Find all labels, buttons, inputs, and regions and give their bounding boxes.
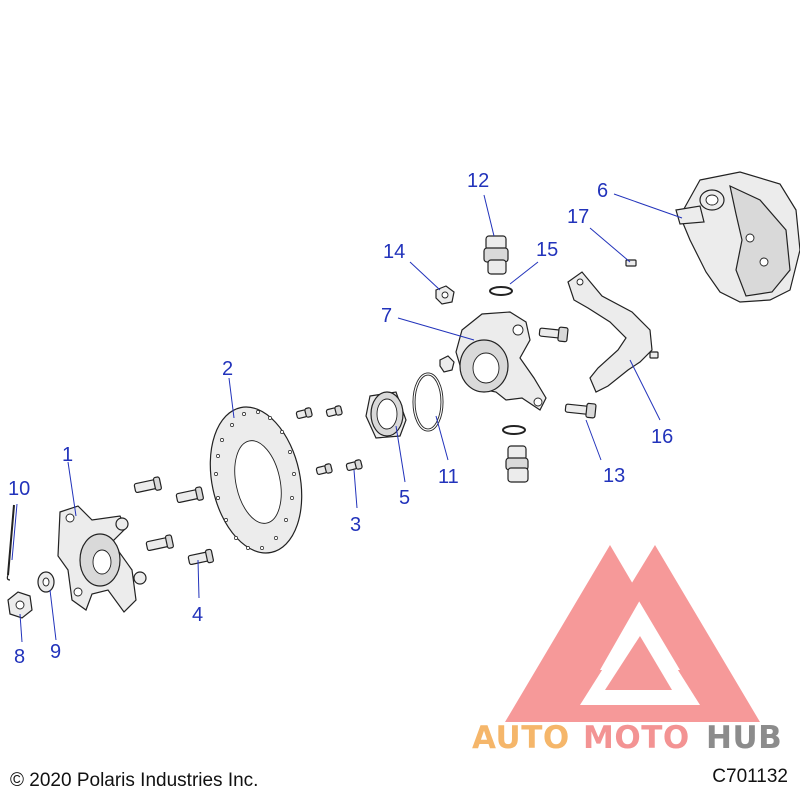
cotter-pin xyxy=(6,504,15,581)
knuckle-bolt xyxy=(538,326,569,343)
bracket-screw xyxy=(649,351,659,359)
leader-lines xyxy=(11,193,683,643)
rotor-bolts xyxy=(295,405,363,475)
snap-ring xyxy=(412,372,444,432)
lower-retaining-ring xyxy=(502,425,526,435)
callout-5: 5 xyxy=(399,487,410,509)
wheel-bearing xyxy=(365,391,407,439)
watermark-text: AUTO MOTO HUB xyxy=(472,720,782,756)
watermark-moto: MOTO xyxy=(583,720,690,756)
callout-11: 11 xyxy=(438,466,459,488)
callout-8: 8 xyxy=(14,646,25,668)
callout-6: 6 xyxy=(597,180,608,202)
callout-12: 12 xyxy=(467,170,489,192)
callout-3: 3 xyxy=(350,514,361,536)
wheel-studs xyxy=(133,476,214,566)
upper-nut xyxy=(435,285,455,305)
callout-14: 14 xyxy=(383,241,405,263)
wheel-hub xyxy=(57,505,147,613)
watermark-logo xyxy=(505,545,760,722)
watermark-auto: AUTO xyxy=(472,720,570,756)
callout-17: 17 xyxy=(567,206,589,228)
washer xyxy=(37,571,55,593)
watermark-hub: HUB xyxy=(706,720,782,756)
knuckle-nut xyxy=(439,355,455,373)
upper-retaining-ring xyxy=(489,286,513,296)
callout-10: 10 xyxy=(8,478,30,500)
callout-13: 13 xyxy=(603,465,625,487)
callout-4: 4 xyxy=(192,604,203,626)
castle-nut xyxy=(7,591,33,619)
lower-ball-joint xyxy=(505,445,529,483)
callout-labels: 1 2 3 4 5 6 7 8 9 10 11 12 13 14 15 16 1… xyxy=(8,170,673,668)
brake-rotor xyxy=(209,406,303,554)
callout-9: 9 xyxy=(50,641,61,663)
diagram-code: C701132 xyxy=(712,766,788,787)
callout-1: 1 xyxy=(62,444,73,466)
bleeder-screw xyxy=(625,259,637,267)
callout-7: 7 xyxy=(381,305,392,327)
copyright-notice: © 2020 Polaris Industries Inc. xyxy=(10,770,259,791)
caliper-bolt xyxy=(564,402,597,419)
upper-ball-joint xyxy=(483,235,509,275)
caliper-bracket xyxy=(567,271,653,393)
callout-15: 15 xyxy=(536,239,558,261)
steering-knuckle xyxy=(455,311,547,411)
caliper-assembly xyxy=(675,171,800,303)
callout-2: 2 xyxy=(222,358,233,380)
callout-16: 16 xyxy=(651,426,673,448)
